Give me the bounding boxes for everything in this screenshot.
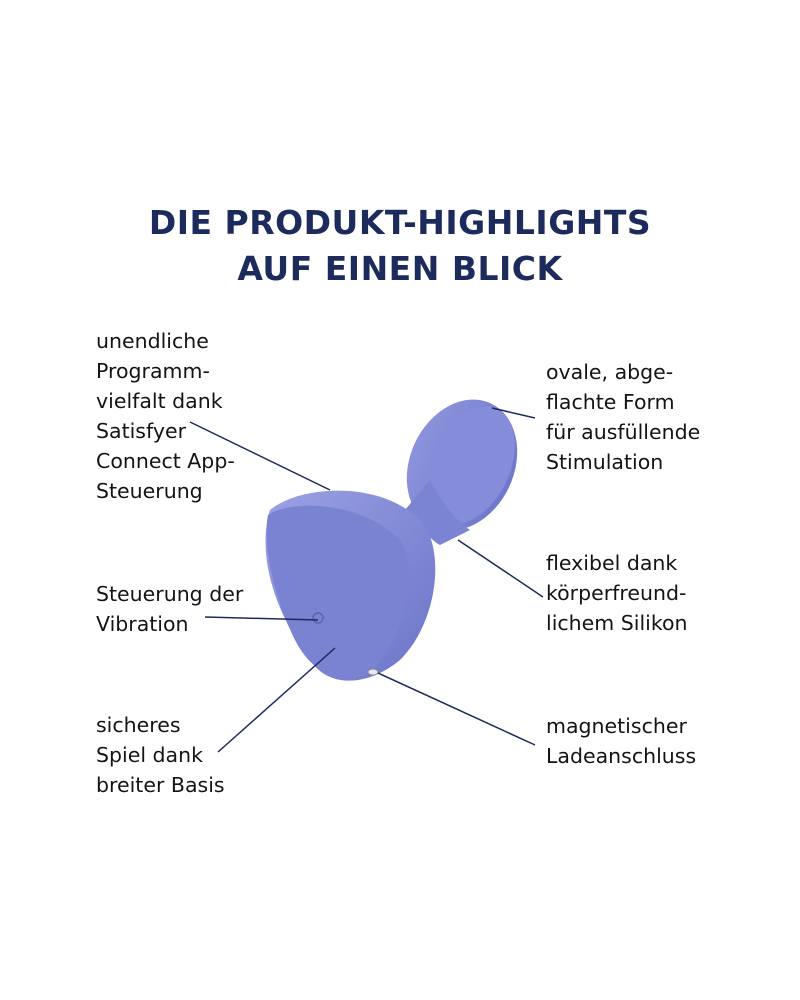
feature-line: ovale, abge- xyxy=(546,360,674,384)
feature-line: Vibration xyxy=(96,612,189,636)
feature-line: körperfreund- xyxy=(546,581,687,605)
feature-line: flexibel dank xyxy=(546,551,678,575)
pointer-line-charging xyxy=(377,672,536,746)
feature-line: magnetischer xyxy=(546,714,687,738)
feature-line: Programm- xyxy=(96,359,210,383)
feature-line: Ladeanschluss xyxy=(546,744,697,768)
feature-magnetic-charging: magnetischer Ladeanschluss xyxy=(546,711,696,771)
feature-line: Stimulation xyxy=(546,450,664,474)
pointer-line-silicone xyxy=(457,539,544,598)
pointer-line-app xyxy=(189,421,331,491)
feature-app-control: unendliche Programm- vielfalt dank Satis… xyxy=(96,326,235,506)
page-title: DIE PRODUKT-HIGHLIGHTS AUF EINEN BLICK xyxy=(0,200,800,292)
pointer-line-base xyxy=(217,647,336,753)
feature-line: Connect App- xyxy=(96,449,235,473)
feature-line: breiter Basis xyxy=(96,773,225,797)
feature-flexible-silicone: flexibel dank körperfreund- lichem Silik… xyxy=(546,548,688,638)
feature-line: Steuerung xyxy=(96,479,203,503)
feature-oval-shape: ovale, abge- flachte Form für ausfüllend… xyxy=(546,357,700,477)
power-button-icon xyxy=(312,612,324,624)
product-base xyxy=(265,490,436,681)
feature-line: flachte Form xyxy=(546,390,675,414)
feature-line: sicheres xyxy=(96,713,181,737)
feature-wide-base: sicheres Spiel dank breiter Basis xyxy=(96,710,225,800)
pointer-line-vibration xyxy=(204,616,319,621)
feature-line: Spiel dank xyxy=(96,743,203,767)
title-line-2: AUF EINEN BLICK xyxy=(237,249,563,288)
feature-line: unendliche xyxy=(96,329,209,353)
feature-line: vielfalt dank xyxy=(96,389,223,413)
feature-vibration-control: Steuerung der Vibration xyxy=(96,579,243,639)
title-line-1: DIE PRODUKT-HIGHLIGHTS xyxy=(148,203,652,242)
feature-line: Satisfyer xyxy=(96,419,187,443)
charging-port-icon xyxy=(367,668,379,676)
product-neck xyxy=(405,480,470,545)
feature-line: für ausfüllende xyxy=(546,420,701,444)
pointer-line-shape xyxy=(491,407,536,419)
feature-line: Steuerung der xyxy=(96,582,244,606)
feature-line: lichem Silikon xyxy=(546,611,688,635)
